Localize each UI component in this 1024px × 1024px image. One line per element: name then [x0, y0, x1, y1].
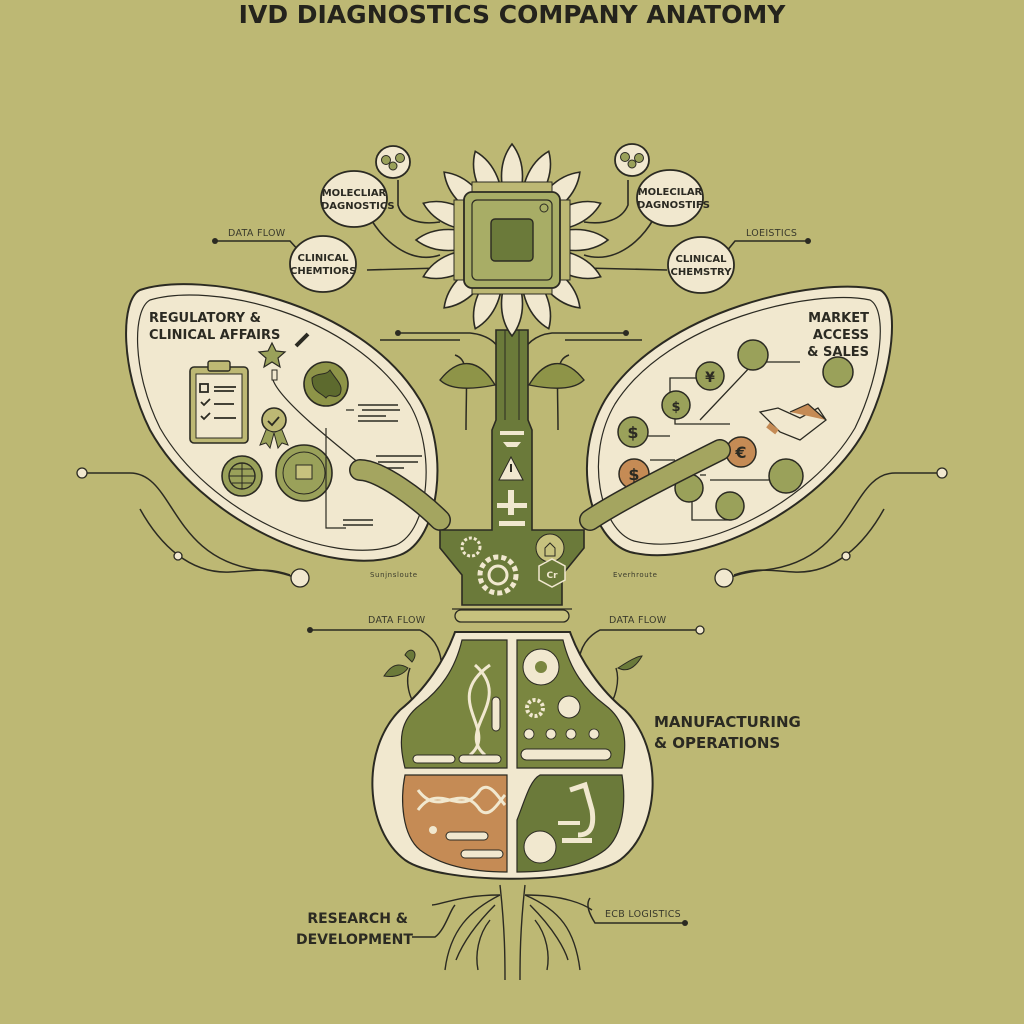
- section-title-line1: MANUFACTURING: [654, 713, 801, 731]
- section-title-line2: & SALES: [807, 345, 869, 360]
- section-title-line2: & OPERATIONS: [654, 734, 781, 752]
- bubble-label-line1: MOLECILAR: [637, 187, 703, 198]
- section-title-line2: DEVELOPMENT: [296, 932, 413, 948]
- caption-right-leaf: Everhroute: [613, 571, 658, 579]
- bubbles: [289, 143, 735, 294]
- bubble-molecular-diagnostics-left: MOLECLIAR DAGNOSTICS: [321, 187, 395, 213]
- svg-text:Cr: Cr: [546, 571, 558, 581]
- bubble-label-line1: MOLECLIAR: [321, 188, 387, 199]
- section-market-access-title: MARKET ACCESS & SALES: [771, 310, 869, 361]
- section-research-title: RESEARCH & DEVELOPMENT: [296, 909, 413, 951]
- logistics-label: LOGISTICS: [628, 909, 681, 920]
- flower: [415, 143, 609, 337]
- bulb: [371, 631, 654, 880]
- roots: [431, 884, 593, 981]
- svg-text:$: $: [628, 465, 639, 484]
- label-data-flow-right: DATA FLOW: [609, 615, 667, 626]
- svg-text:$: $: [627, 423, 638, 442]
- bubble-label-line1: CLINICAL: [297, 253, 349, 264]
- bubble-label-line1: CLINICAL: [675, 254, 727, 265]
- bubble-label-line2: DAGNOSTICS: [321, 201, 395, 212]
- left-leaf: [125, 283, 451, 562]
- callout-logistics-top: LOEISTICS: [746, 228, 798, 239]
- section-title-line1: REGULATORY &: [149, 311, 261, 326]
- section-manufacturing-title: MANUFACTURING & OPERATIONS: [654, 712, 801, 754]
- svg-text:€: €: [734, 443, 746, 462]
- bubble-label-line2: CHEMSTRY: [670, 267, 732, 278]
- bubble-label-line2: CHEMTIORS: [290, 266, 357, 277]
- section-title-line1: MARKET ACCESS: [808, 311, 869, 343]
- label-logistics-bottom: ECB LOGISTICS: [605, 909, 681, 920]
- bubble-label-line2: DAGNOSTIFS: [637, 200, 710, 211]
- stem: Cr: [439, 329, 585, 623]
- callout-data-flow-top: DATA FLOW: [228, 228, 286, 239]
- svg-text:¥: ¥: [705, 370, 715, 386]
- right-leaf: $ $ ¥ $ €: [579, 285, 893, 557]
- page-title: IVD DIAGNOSTICS COMPANY ANATOMY: [238, 0, 786, 29]
- logistics-prefix-icon: ECB: [605, 909, 626, 920]
- bubble-clinical-chemistry-right: CLINICAL CHEMSTRY: [668, 253, 734, 279]
- label-data-flow-left: DATA FLOW: [368, 615, 426, 626]
- bubble-clinical-chemistry-left: CLINICAL CHEMTIORS: [290, 252, 356, 278]
- svg-text:$: $: [671, 400, 680, 415]
- bubble-molecular-diagnostics-right: MOLECILAR DAGNOSTIFS: [637, 186, 710, 212]
- section-regulatory-title: REGULATORY & CLINICAL AFFAIRS: [149, 310, 280, 344]
- section-title-line1: RESEARCH &: [307, 911, 408, 927]
- section-title-line2: CLINICAL AFFAIRS: [149, 328, 281, 343]
- caption-left-leaf: Sunjnsloute: [370, 571, 418, 579]
